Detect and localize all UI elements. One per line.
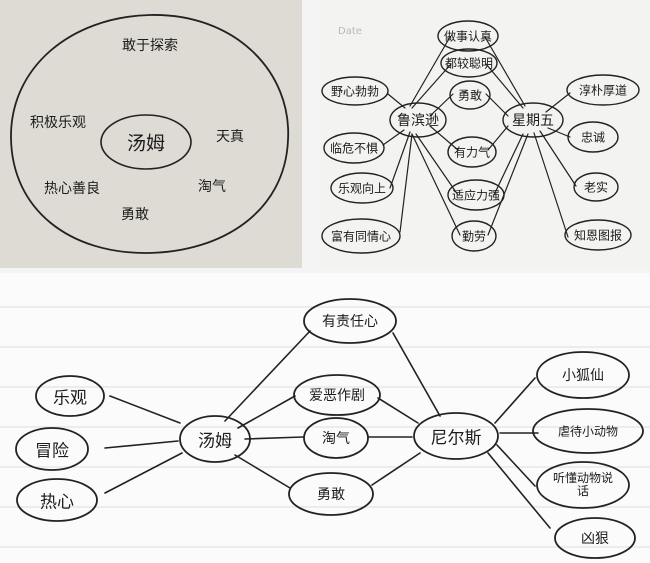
friday-trait-3: 老实 (583, 180, 609, 195)
bubble-map-tom-lines (10, 14, 289, 254)
center-robinson: 鲁滨逊 (397, 113, 439, 129)
double-bubble-map-robinson-friday: Date 鲁滨逊 星期五 野心勃勃 临危不惧 乐观向上 富有同情心 做事认真 都… (318, 0, 650, 268)
tom-trait-1: 乐观 (53, 388, 87, 409)
nils-trait-2: 虐待小动物 (557, 424, 619, 439)
nils-ellipse (413, 412, 499, 460)
robinson-trait-1: 野心勃勃 (330, 84, 380, 99)
nils-trait-3: 听懂动物说话 (553, 471, 614, 498)
double-bubble-lines (321, 20, 640, 254)
bubble-map-tom: 汤姆 敢于探索 积极乐观 天真 热心善良 淘气 勇敢 (0, 0, 302, 268)
nils-trait-4: 凶狠 (581, 531, 609, 547)
date-label: Date (338, 26, 362, 37)
center-tom: 汤姆 (198, 431, 232, 452)
tom-ellipse (179, 415, 251, 463)
notebook-rules (0, 306, 650, 548)
shared-trait-2: 都较聪明 (444, 56, 494, 71)
friday-trait-4: 知恩图报 (573, 228, 623, 243)
double-bubble-map-tom-nils: 汤姆 尼尔斯 乐观 冒险 热心 有责任心 爱恶作剧 淘气 勇敢 小狐仙 虐待小动… (0, 273, 650, 563)
trait-kind: 热心善良 (44, 181, 100, 197)
left-center-ellipse (389, 102, 447, 138)
center-ellipse (100, 114, 192, 170)
center-friday: 星期五 (512, 113, 554, 129)
right-center-ellipse (502, 102, 564, 138)
friday-trait-1: 淳朴厚道 (578, 83, 628, 98)
shared-trait-1: 做事认真 (443, 29, 493, 44)
tom-trait-2: 冒险 (35, 441, 69, 462)
shared-trait-3: 勇敢 (457, 88, 483, 103)
friday-trait-2: 忠诚 (580, 130, 606, 145)
trait-explore: 敢于探索 (122, 38, 178, 54)
shared-trait-4: 有力气 (453, 145, 491, 160)
shared-trait-1: 有责任心 (322, 314, 378, 330)
trait-naughty: 淘气 (198, 179, 226, 195)
shared-trait-2: 爱恶作剧 (309, 388, 365, 404)
trait-optimistic: 积极乐观 (30, 115, 86, 131)
outer-circle (10, 14, 289, 254)
center-nils: 尼尔斯 (430, 428, 482, 449)
shared-trait-5: 适应力强 (451, 188, 501, 203)
robinson-trait-2: 临危不惧 (329, 141, 379, 156)
robinson-trait-3: 乐观向上 (337, 181, 387, 196)
shared-trait-6: 勤劳 (461, 229, 487, 244)
trait-naive: 天真 (216, 129, 244, 145)
shared-trait-4: 勇敢 (317, 487, 345, 503)
trait-brave: 勇敢 (121, 207, 149, 223)
double-bubble-lines-2 (0, 298, 650, 559)
tom-trait-3: 热心 (40, 492, 74, 513)
shared-trait-3: 淘气 (322, 431, 350, 447)
robinson-trait-4: 富有同情心 (330, 229, 392, 244)
center-node: 汤姆 (126, 132, 166, 155)
nils-trait-1: 小狐仙 (562, 368, 604, 384)
